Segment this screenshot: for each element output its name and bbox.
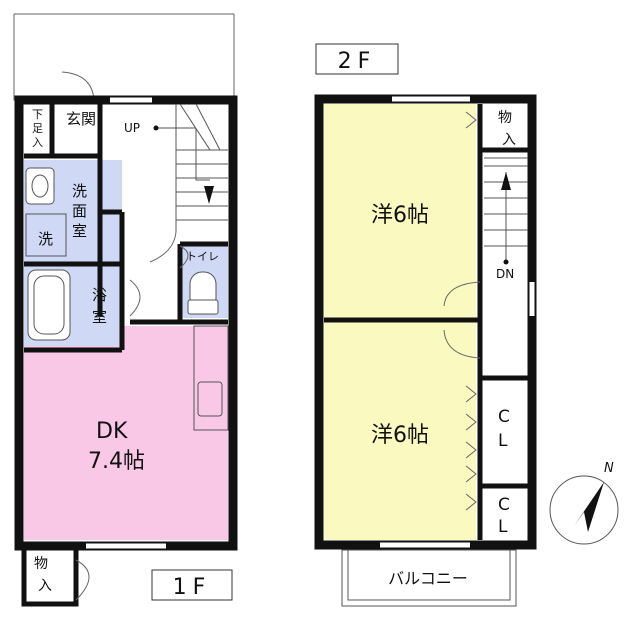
second-floor-interior-walls — [324, 104, 528, 540]
label-closet1: C L — [498, 407, 515, 451]
label-washroom: 洗 面 室 — [72, 182, 92, 240]
floor-label-box-2f — [315, 43, 399, 75]
stairs-down-arrow-head — [501, 172, 511, 190]
door-swing-south-room — [443, 329, 481, 359]
label-shoe-closet: 下 足 入 — [32, 108, 47, 149]
floor-label-box-1f — [151, 569, 233, 601]
compass: N — [549, 461, 619, 545]
second-floor-stairs — [484, 157, 528, 262]
label-stairs-down: DN — [496, 267, 514, 281]
balcony — [341, 549, 517, 607]
entry-approach — [13, 13, 235, 101]
compass-north-label: N — [604, 461, 614, 476]
washer-pan — [25, 213, 67, 257]
label-closet2: C L — [498, 495, 515, 537]
label-room-south: 洋6帖 — [371, 423, 429, 448]
room-south-floor — [324, 322, 476, 540]
label-dk: DK — [96, 419, 128, 444]
floor-label-1f: 1F — [173, 575, 212, 600]
closet2-door — [465, 493, 477, 511]
bath-fixtures — [25, 167, 219, 341]
label-room-north: 洋6帖 — [371, 203, 429, 228]
label-storage-1f: 物 入 — [34, 556, 52, 594]
compass-needle — [574, 482, 604, 532]
label-bathroom: 浴 室 — [92, 286, 112, 326]
toilet-door-swing — [179, 245, 189, 269]
label-entrance: 玄関 — [66, 110, 96, 128]
storage-1f — [21, 543, 79, 607]
closet1-door — [465, 385, 477, 483]
label-stairs-up: UP — [124, 121, 140, 135]
stairs-arrow-head — [204, 186, 214, 204]
storage-door-swing — [75, 559, 90, 601]
label-storage-2f: 物 入 — [498, 110, 516, 148]
kitchen-counter — [193, 325, 229, 431]
first-floor-stairs — [156, 103, 228, 232]
label-washer: 洗 — [38, 230, 53, 248]
label-dk-size: 7.4帖 — [88, 449, 145, 474]
bath-door-swing — [129, 279, 141, 317]
compass-ring — [549, 475, 619, 545]
washbasin — [25, 167, 55, 205]
storage-2f-door — [465, 111, 477, 129]
stairs-down-dot — [503, 259, 509, 265]
room-north-floor — [324, 104, 476, 318]
door-swing-north-room — [443, 281, 481, 307]
label-balcony: バルコニー — [388, 569, 468, 588]
wash-door-swing — [149, 231, 177, 263]
bathtub — [27, 269, 71, 341]
label-toilet: トイレ — [186, 250, 219, 263]
first-floor-interior-walls — [24, 104, 228, 353]
floor-label-2f: 2F — [338, 49, 377, 74]
first-floor: 玄関 下 足 入 洗 面 室 洗 浴 室 トイレ UP DK 7.4帖 物 入 … — [13, 13, 238, 607]
stairs-arrow-dot — [153, 125, 159, 131]
second-floor: 2F — [314, 43, 537, 607]
